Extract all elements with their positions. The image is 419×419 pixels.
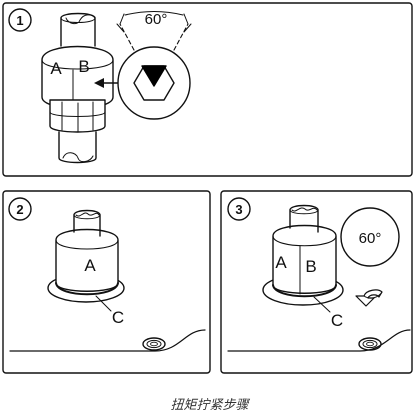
figure-caption: 扭矩拧紧步骤 [170,398,249,413]
panel-1: 1 A B [2,2,413,177]
panel-2: 2 A C [2,190,211,374]
panel-2-label-a: A [84,256,96,275]
plate-hole-left [142,337,166,351]
panel-1-step-badge [8,8,32,32]
panel-2-step-number: 2 [16,202,23,217]
panel-3-label-a: A [275,253,287,272]
panel-2-step-badge [8,197,32,221]
panel-3-step-badge [227,197,251,221]
panel-1-step-number: 1 [16,13,23,28]
panel-1-angle-label: 60° [145,11,168,28]
panel-1-label-b: B [78,57,89,76]
panel-2-label-c: C [112,308,124,327]
panel-1-label-a: A [50,59,62,78]
panel-1-hex-detail [116,11,192,120]
panel-2-bolt [9,209,206,352]
panel-3-step-number: 3 [235,202,242,217]
panel-3: 3 A B C 60° [220,190,413,374]
panel-1-bolt [41,12,129,164]
panel-3-angle-circle [340,207,400,267]
panel-1-frame [2,2,413,177]
panel-3-angle-label: 60° [359,230,382,247]
panel-3-label-c: C [331,311,343,330]
plate-hole-right [358,337,382,351]
panel-3-bolt [227,204,411,352]
panel-2-frame [2,190,211,374]
panel-3-frame [220,190,413,374]
panel-3-label-b: B [305,257,316,276]
